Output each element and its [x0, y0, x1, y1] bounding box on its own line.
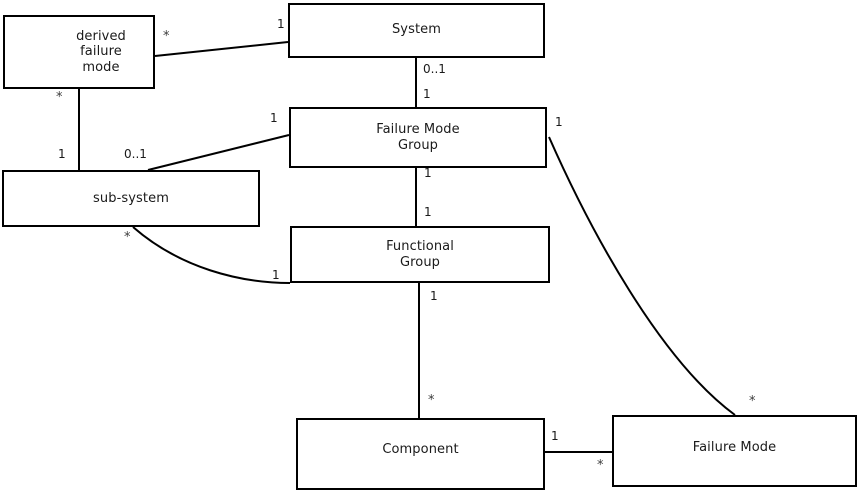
multiplicity-mult-subsystem-to-fmg: 0..1: [124, 147, 147, 161]
class-box-component[interactable]: Component: [296, 418, 545, 490]
multiplicity-mult-component-to-fm: 1: [551, 429, 559, 443]
multiplicity-mult-fmg-to-system: 1: [423, 87, 431, 101]
association-edge-dfm-system: [154, 41, 289, 57]
association-edge-subsystem-fg: [132, 226, 291, 284]
multiplicity-mult-system-to-dfm: 1: [277, 17, 285, 31]
multiplicity-mult-fmg-to-fg: 1: [424, 166, 432, 180]
multiplicity-mult-subsystem-to-fg: *: [124, 230, 131, 245]
class-box-derived-failure-mode[interactable]: derived failure mode: [3, 15, 155, 89]
multiplicity-mult-fg-to-fmg: 1: [424, 205, 432, 219]
class-box-failure-mode[interactable]: Failure Mode: [612, 415, 857, 487]
class-name-system: System: [391, 21, 442, 37]
class-box-system[interactable]: System: [288, 3, 545, 58]
association-edge-fmg-failuremode: [548, 136, 736, 416]
multiplicity-mult-fg-to-subsystem: 1: [272, 268, 280, 282]
multiplicity-mult-dfm-to-system: *: [163, 29, 170, 44]
multiplicity-mult-dfm-to-subsystem: *: [56, 90, 63, 105]
multiplicity-mult-fm-to-fmg: *: [749, 394, 756, 409]
class-box-sub-system[interactable]: sub-system: [2, 170, 260, 227]
class-name-sub-system: sub-system: [93, 190, 169, 206]
multiplicity-mult-fg-to-component: 1: [430, 289, 438, 303]
multiplicity-mult-system-to-fmg: 0..1: [423, 62, 446, 76]
multiplicity-mult-fmg-to-subsystem: 1: [270, 111, 278, 125]
class-name-failure-mode-group: Failure Mode Group: [376, 122, 460, 153]
class-name-functional-group: Functional Group: [386, 239, 454, 270]
multiplicity-mult-fm-to-component: *: [597, 458, 604, 473]
association-edge-subsystem-fmg: [147, 134, 290, 171]
class-box-functional-group[interactable]: Functional Group: [290, 226, 550, 283]
multiplicity-mult-subsystem-to-dfm: 1: [58, 147, 66, 161]
class-box-failure-mode-group[interactable]: Failure Mode Group: [289, 107, 547, 168]
class-name-derived-failure-mode: derived failure mode: [76, 29, 126, 75]
class-name-component: Component: [382, 442, 459, 458]
multiplicity-mult-fmg-to-fm: 1: [555, 115, 563, 129]
multiplicity-mult-component-to-fg: *: [428, 393, 435, 408]
class-name-failure-mode: Failure Mode: [692, 440, 777, 456]
